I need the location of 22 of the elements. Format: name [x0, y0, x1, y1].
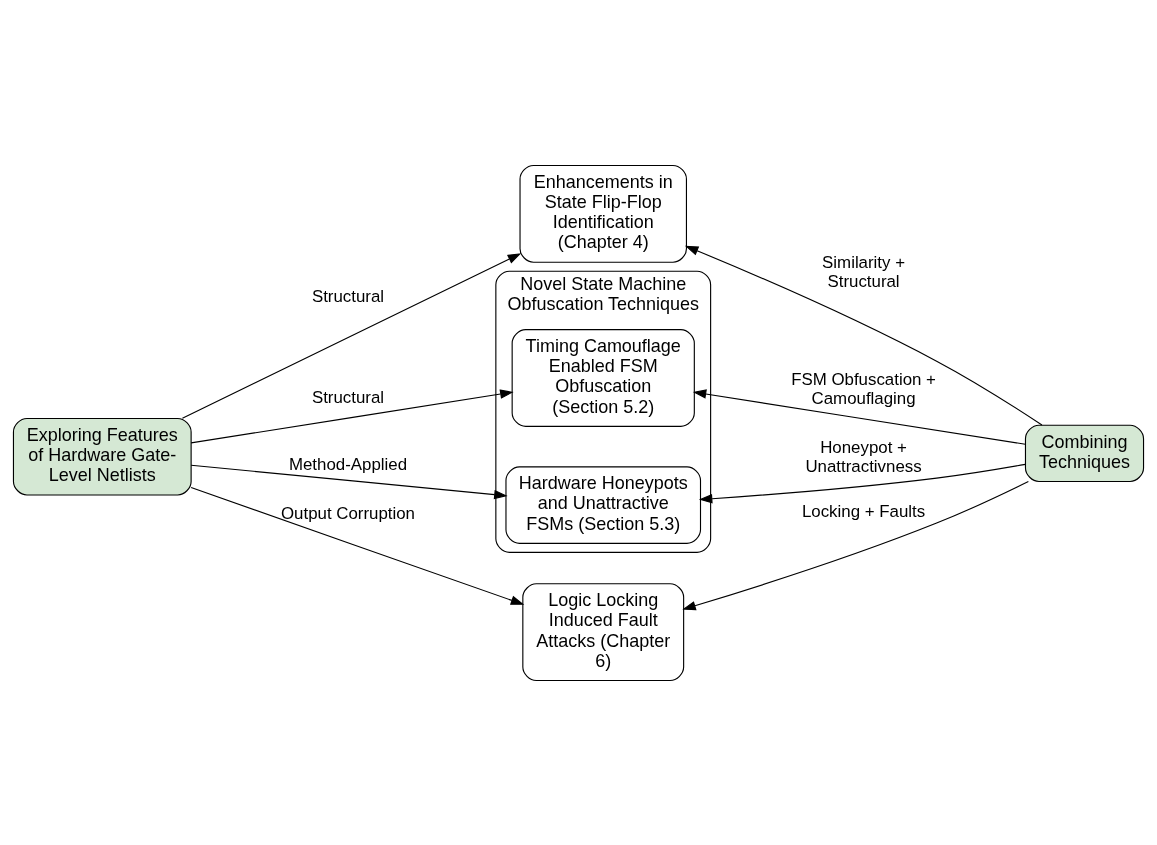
edge-label: Output Corruption	[280, 503, 415, 523]
node-box: Hardware Honeypots and Unattractive FSMs (Section 5.3)	[505, 465, 702, 544]
arrow	[181, 252, 522, 419]
arrow	[190, 388, 514, 443]
edge-label: Honeypot + Unattractivness	[805, 437, 922, 476]
node-box: Combining Techniques	[1024, 424, 1145, 482]
node-box: Logic Locking Induced Fault Attacks (Chapter 6)	[522, 582, 685, 681]
arrow	[698, 463, 1026, 503]
node-box: Enhancements in State Flip-Flop Identification (Chapter 4)	[519, 164, 687, 263]
edge-label: Structural	[311, 286, 385, 306]
arrow	[190, 486, 525, 605]
edge-label: Locking + Faults	[801, 501, 926, 521]
arrow	[682, 480, 1029, 610]
arrow	[684, 245, 1043, 426]
node-box: Exploring Features of Hardware Gate-Level Netlists	[12, 417, 192, 496]
edge-label: Similarity + Structural	[822, 252, 905, 291]
edge-label: FSM Obfuscation + Camouflaging	[791, 369, 936, 408]
arrow	[190, 464, 508, 499]
edge-label: Structural	[311, 387, 385, 407]
node-box: Timing Camouflage Enabled FSM Obfuscation (Section 5.2)	[511, 328, 695, 427]
arrow	[692, 388, 1026, 445]
edge-label: Method-Applied	[288, 454, 408, 474]
